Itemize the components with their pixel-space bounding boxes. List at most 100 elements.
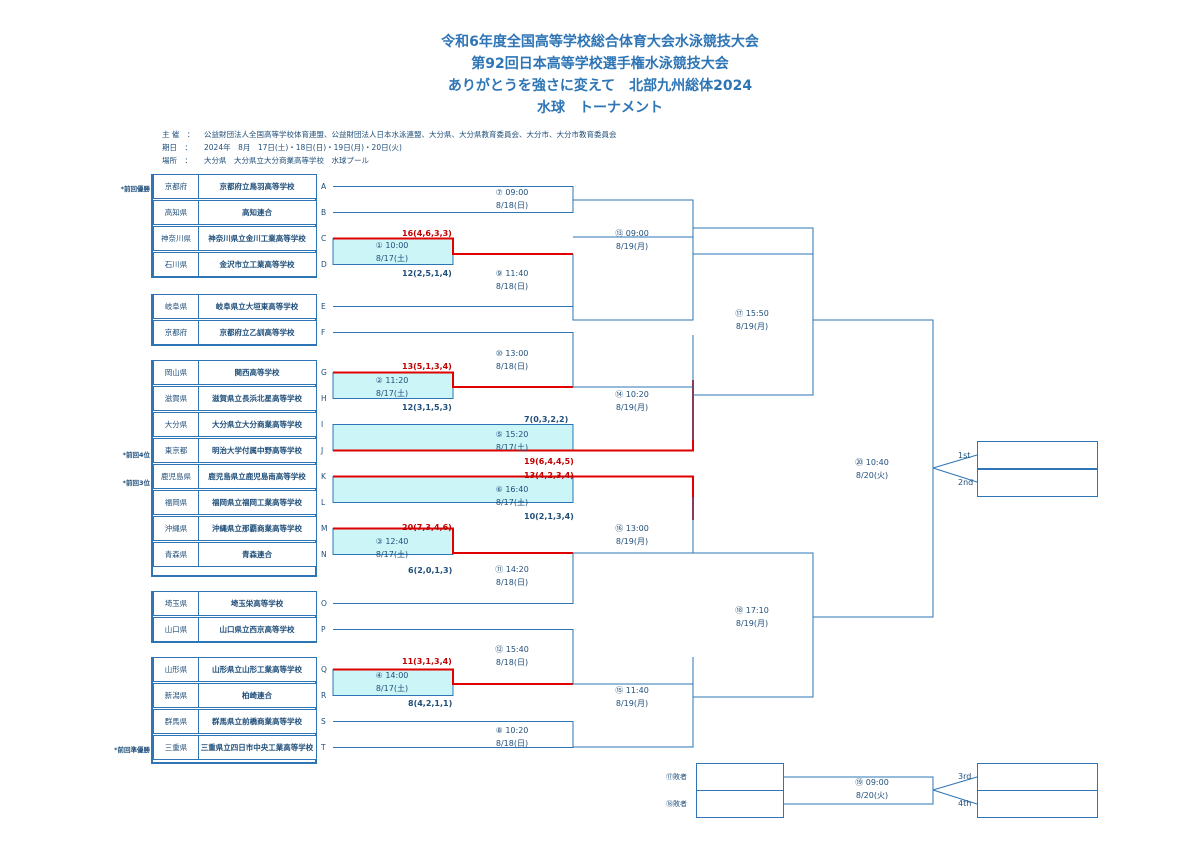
match-date-m19: 8/20(火) bbox=[855, 791, 889, 800]
team-school: 山口県立西京高等学校 bbox=[219, 625, 295, 634]
match-date-m4: 8/17(土) bbox=[375, 684, 409, 693]
team-slot-letter: L bbox=[321, 498, 326, 507]
loser18-label: ⑱敗者 bbox=[666, 800, 687, 808]
team-row: 岡山県関西高等学校 bbox=[153, 360, 317, 385]
score-m2-win: 13(5,1,3,4) bbox=[402, 362, 452, 371]
score-m6-win: 13(4,2,3,4) bbox=[524, 471, 574, 480]
win-path-m4 bbox=[333, 668, 573, 685]
team-slot-letter: K bbox=[321, 472, 326, 481]
team-row: 京都府 京都府立乙訓高等学校 bbox=[153, 320, 317, 345]
team-school: 岐阜県立大垣東高等学校 bbox=[215, 302, 299, 311]
team-prefecture: 福岡県 bbox=[154, 491, 199, 514]
bracket-line bbox=[932, 776, 978, 791]
match-time-m10: ⑩ 13:00 bbox=[495, 349, 529, 358]
team-school: 大分県立大分商業高等学校 bbox=[212, 420, 302, 429]
match-date-m8: 8/18(日) bbox=[495, 739, 529, 748]
team-prefecture: 滋賀県 bbox=[154, 387, 199, 410]
team-prefecture: 群馬県 bbox=[154, 710, 199, 733]
match-time-m1: ① 10:00 bbox=[375, 241, 409, 250]
team-row: 沖縄県沖縄県立那覇商業高等学校 bbox=[153, 516, 317, 541]
team-slot-letter: H bbox=[321, 394, 327, 403]
match-time-m12: ⑫ 15:40 bbox=[495, 645, 529, 654]
third-label: 3rd bbox=[958, 772, 972, 781]
title-line-1: 令和6年度全国高等学校総合体育大会水泳競技大会 bbox=[441, 34, 759, 50]
match-date-m7: 8/18(日) bbox=[495, 201, 529, 210]
team-prefecture: 沖縄県 bbox=[154, 517, 199, 540]
match-date-m9: 8/18(日) bbox=[495, 282, 529, 291]
team-school: 滋賀県立長浜北星高等学校 bbox=[212, 394, 302, 403]
team-prefecture: 岐阜県 bbox=[154, 295, 199, 318]
match-date-m12: 8/18(日) bbox=[495, 658, 529, 667]
match-date-m2: 8/17(土) bbox=[375, 389, 409, 398]
team-row: 三重県三重県立四日市中央工業高等学校 bbox=[153, 735, 317, 760]
team-prefecture: 岡山県 bbox=[154, 361, 199, 384]
team-prefecture: 三重県 bbox=[154, 736, 199, 759]
score-m3-win: 20(7,3,4,6) bbox=[402, 523, 452, 532]
team-row: 神奈川県神奈川県立金川工業高等学校 bbox=[153, 226, 317, 251]
score-m1-win: 16(4,6,3,3) bbox=[402, 229, 452, 238]
team-prefecture: 大分県 bbox=[154, 413, 199, 436]
match6-box bbox=[332, 476, 574, 503]
team-row: 福岡県 福岡県立福岡工業高等学校 bbox=[153, 490, 317, 515]
team-slot-letter: A bbox=[321, 182, 327, 191]
match-date-m13: 8/19(月) bbox=[615, 242, 649, 251]
team-school: 埼玉栄高等学校 bbox=[230, 599, 284, 608]
match-time-m9: ⑨ 11:40 bbox=[495, 269, 529, 278]
score-m6-lose: 10(2,1,3,4) bbox=[524, 512, 574, 521]
team-slot-letter: F bbox=[321, 328, 326, 337]
match-time-m18: ⑱ 17:10 bbox=[735, 606, 769, 615]
match-time-m8: ⑧ 10:20 bbox=[495, 726, 529, 735]
team-slot-letter: T bbox=[321, 743, 326, 752]
match3-box bbox=[332, 528, 454, 555]
team-prefecture: 東京都 bbox=[154, 439, 199, 462]
team-slot-letter: Q bbox=[321, 665, 327, 674]
team-slot-letter: N bbox=[321, 550, 327, 559]
score-m4-win: 11(3,1,3,4) bbox=[402, 657, 452, 666]
loser18-box bbox=[696, 790, 784, 818]
team-row: 石川県金沢市立工業高等学校 bbox=[153, 252, 317, 277]
bracket-line bbox=[333, 721, 574, 748]
bracket-line bbox=[813, 319, 934, 618]
team-row: 山形県山形県立山形工業高等学校 bbox=[153, 657, 317, 682]
match-date-m18: 8/19(月) bbox=[735, 619, 769, 628]
bracket-line bbox=[693, 552, 814, 698]
bracket-line bbox=[572, 254, 694, 321]
team-row: 高知県高知連合 bbox=[153, 200, 317, 225]
team-slot-letter: J bbox=[321, 446, 324, 455]
note-prev-champion: *前回優勝 bbox=[120, 185, 150, 193]
team-row: 埼玉県埼玉栄高等学校 bbox=[153, 591, 317, 616]
team-slot-letter: S bbox=[321, 717, 326, 726]
team-prefecture: 京都府 bbox=[154, 321, 199, 344]
team-school: 福岡県立福岡工業高等学校 bbox=[212, 498, 302, 507]
match-time-m4: ④ 14:00 bbox=[375, 671, 409, 680]
note-prev-4th: *前回4位 bbox=[122, 451, 150, 459]
date-label: 期日 ： bbox=[162, 143, 192, 152]
team-school: 青森連合 bbox=[242, 550, 272, 559]
team-prefecture: 高知県 bbox=[154, 201, 199, 224]
match4-box bbox=[332, 669, 454, 696]
title-line-4: 水球 トーナメント bbox=[537, 100, 663, 116]
fourth-label: 4th bbox=[958, 799, 972, 808]
note-prev-3rd: *前回3位 bbox=[122, 479, 150, 487]
match-date-m10: 8/18(日) bbox=[495, 362, 529, 371]
match-time-m19: ⑲ 09:00 bbox=[855, 778, 889, 787]
score-m3-lose: 6(2,0,1,3) bbox=[408, 566, 453, 575]
team-school: 京都府立鳥羽高等学校 bbox=[219, 182, 295, 191]
title-line-2: 第92回日本高等学校選手権水泳競技大会 bbox=[471, 56, 729, 72]
sponsor-label: 主 催 ： bbox=[162, 130, 195, 139]
match-date-m16: 8/19(月) bbox=[615, 537, 649, 546]
team-slot-letter: G bbox=[321, 368, 327, 377]
score-m1-lose: 12(2,5,1,4) bbox=[402, 269, 452, 278]
team-school: 京都府立乙訓高等学校 bbox=[219, 328, 295, 337]
match-date-m5: 8/17(土) bbox=[495, 443, 529, 452]
team-row: 滋賀県 滋賀県立長浜北星高等学校 bbox=[153, 386, 317, 411]
team-row: 大分県 大分県立大分商業高等学校 bbox=[153, 412, 317, 437]
match-time-m14: ⑭ 10:20 bbox=[615, 390, 649, 399]
team-slot-letter: E bbox=[321, 302, 326, 311]
loser17-box bbox=[696, 763, 784, 791]
third-place-box bbox=[977, 763, 1098, 791]
team-school: 神奈川県立金川工業高等学校 bbox=[208, 234, 306, 243]
team-school: 鹿児島県立鹿児島南高等学校 bbox=[208, 472, 306, 481]
date-text: 2024年 8月 17日(土)・18日(日)・19日(月)・20日(火) bbox=[204, 143, 402, 152]
match-time-m7: ⑦ 09:00 bbox=[495, 188, 529, 197]
